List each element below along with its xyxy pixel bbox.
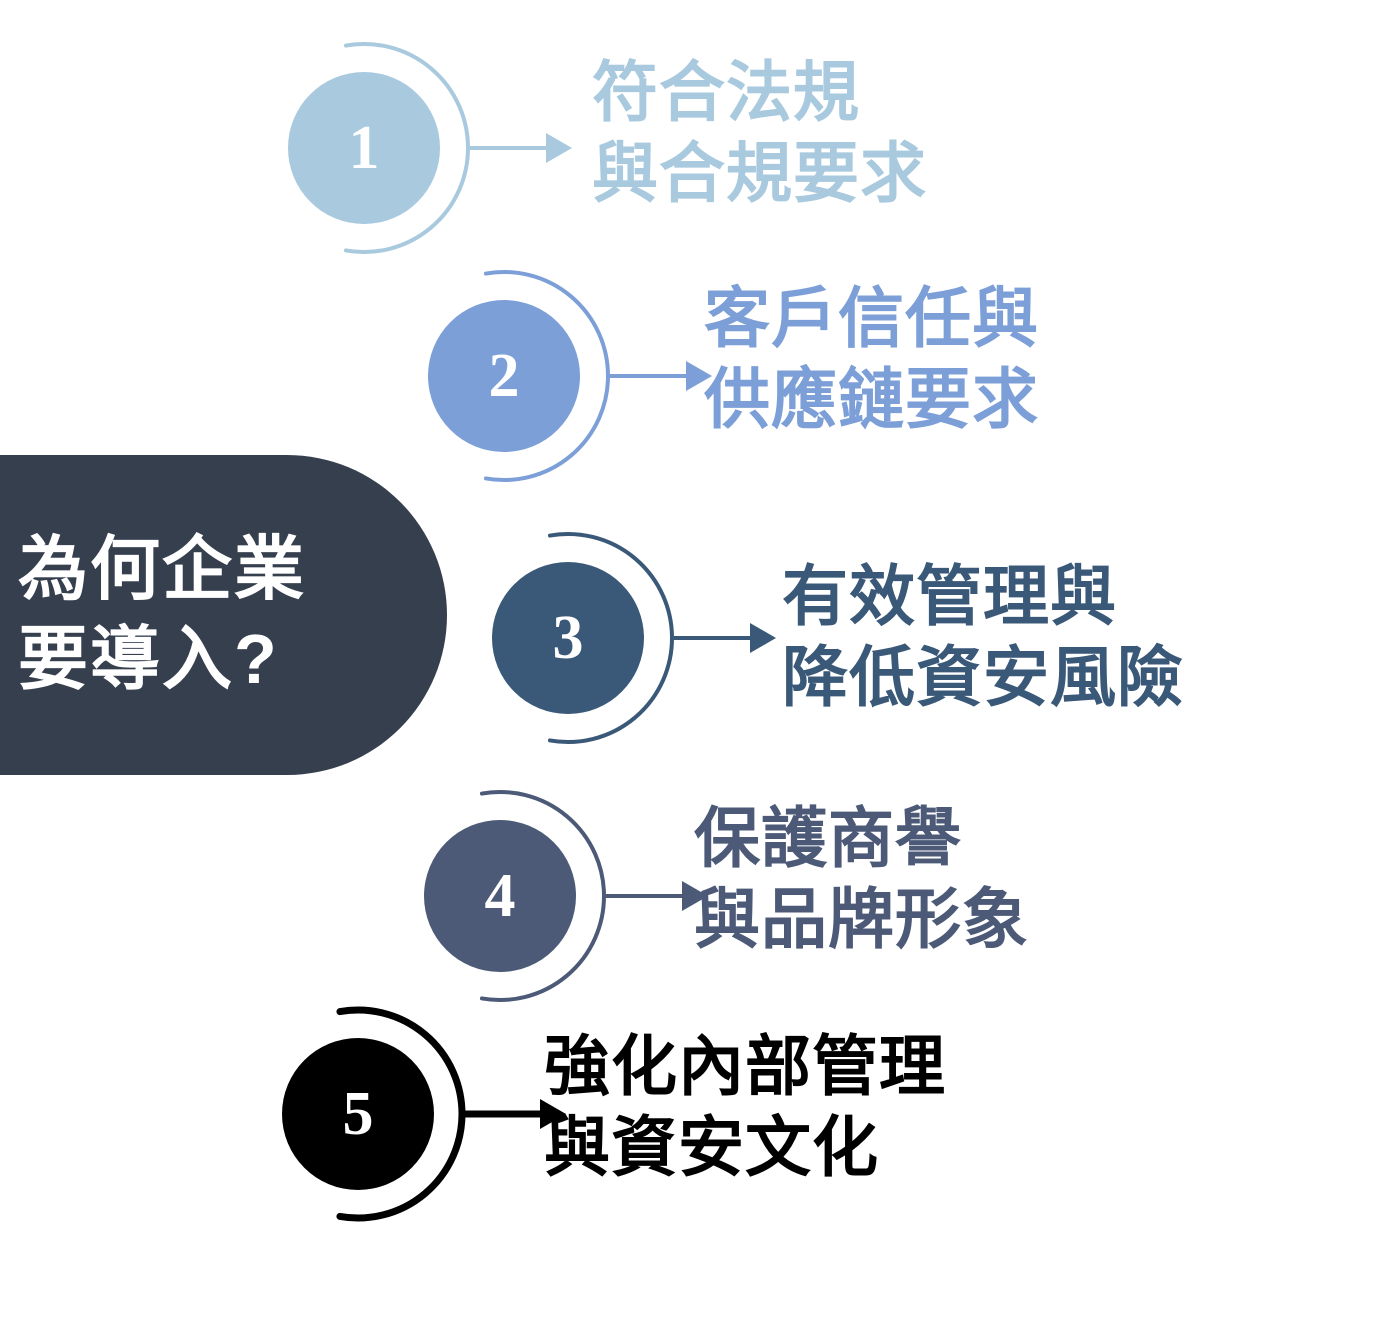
step-label: 客戶信任與供應鏈要求 [704,278,1039,439]
step-arrow-head-icon [682,881,708,911]
step-label-line-2: 供應鏈要求 [704,361,1039,436]
step-arrow-head-icon [540,1099,566,1129]
step-label-line-1: 符合法規 [592,55,860,129]
step-circle [428,300,580,452]
step-label-line-2: 與資安文化 [544,1109,879,1184]
question-callout: 為何企業 要導入? [0,455,447,775]
step-badge: 1 [288,42,572,332]
step-arc [483,270,610,482]
step-arrow-head-icon [686,361,712,391]
step-label-line-2: 降低資安風險 [782,639,1184,714]
step-label: 保護商譽與品牌形象 [694,798,1029,959]
step-label: 強化內部管理與資安文化 [544,1026,946,1187]
step-badge: 3 [492,532,776,822]
step-label: 有效管理與降低資安風險 [782,556,1184,717]
step-label-line-1: 有效管理與 [782,559,1117,633]
step-arc [479,790,606,1002]
step-label-line-1: 強化內部管理 [544,1029,946,1103]
step-badge: 5 [282,1006,566,1298]
step-arrow-head-icon [546,133,572,163]
step-circle [282,1038,434,1190]
step-circle [424,820,576,972]
step-circle [288,72,440,224]
question-line-2: 要導入? [18,620,279,698]
step-label-line-2: 與品牌形象 [694,881,1029,956]
step-label-line-1: 保護商譽 [694,801,962,875]
step-label-line-1: 客戶信任與 [704,281,1039,355]
step-arc [343,42,470,254]
step-badge: 2 [428,270,712,560]
step-circle [492,562,644,714]
step-label-line-2: 與合規要求 [592,135,927,210]
question-line-1: 為何企業 [18,530,306,609]
step-arrow-head-icon [750,623,776,653]
step-arc [547,532,674,744]
step-arc [336,1006,466,1222]
step-label: 符合法規與合規要求 [592,52,927,213]
